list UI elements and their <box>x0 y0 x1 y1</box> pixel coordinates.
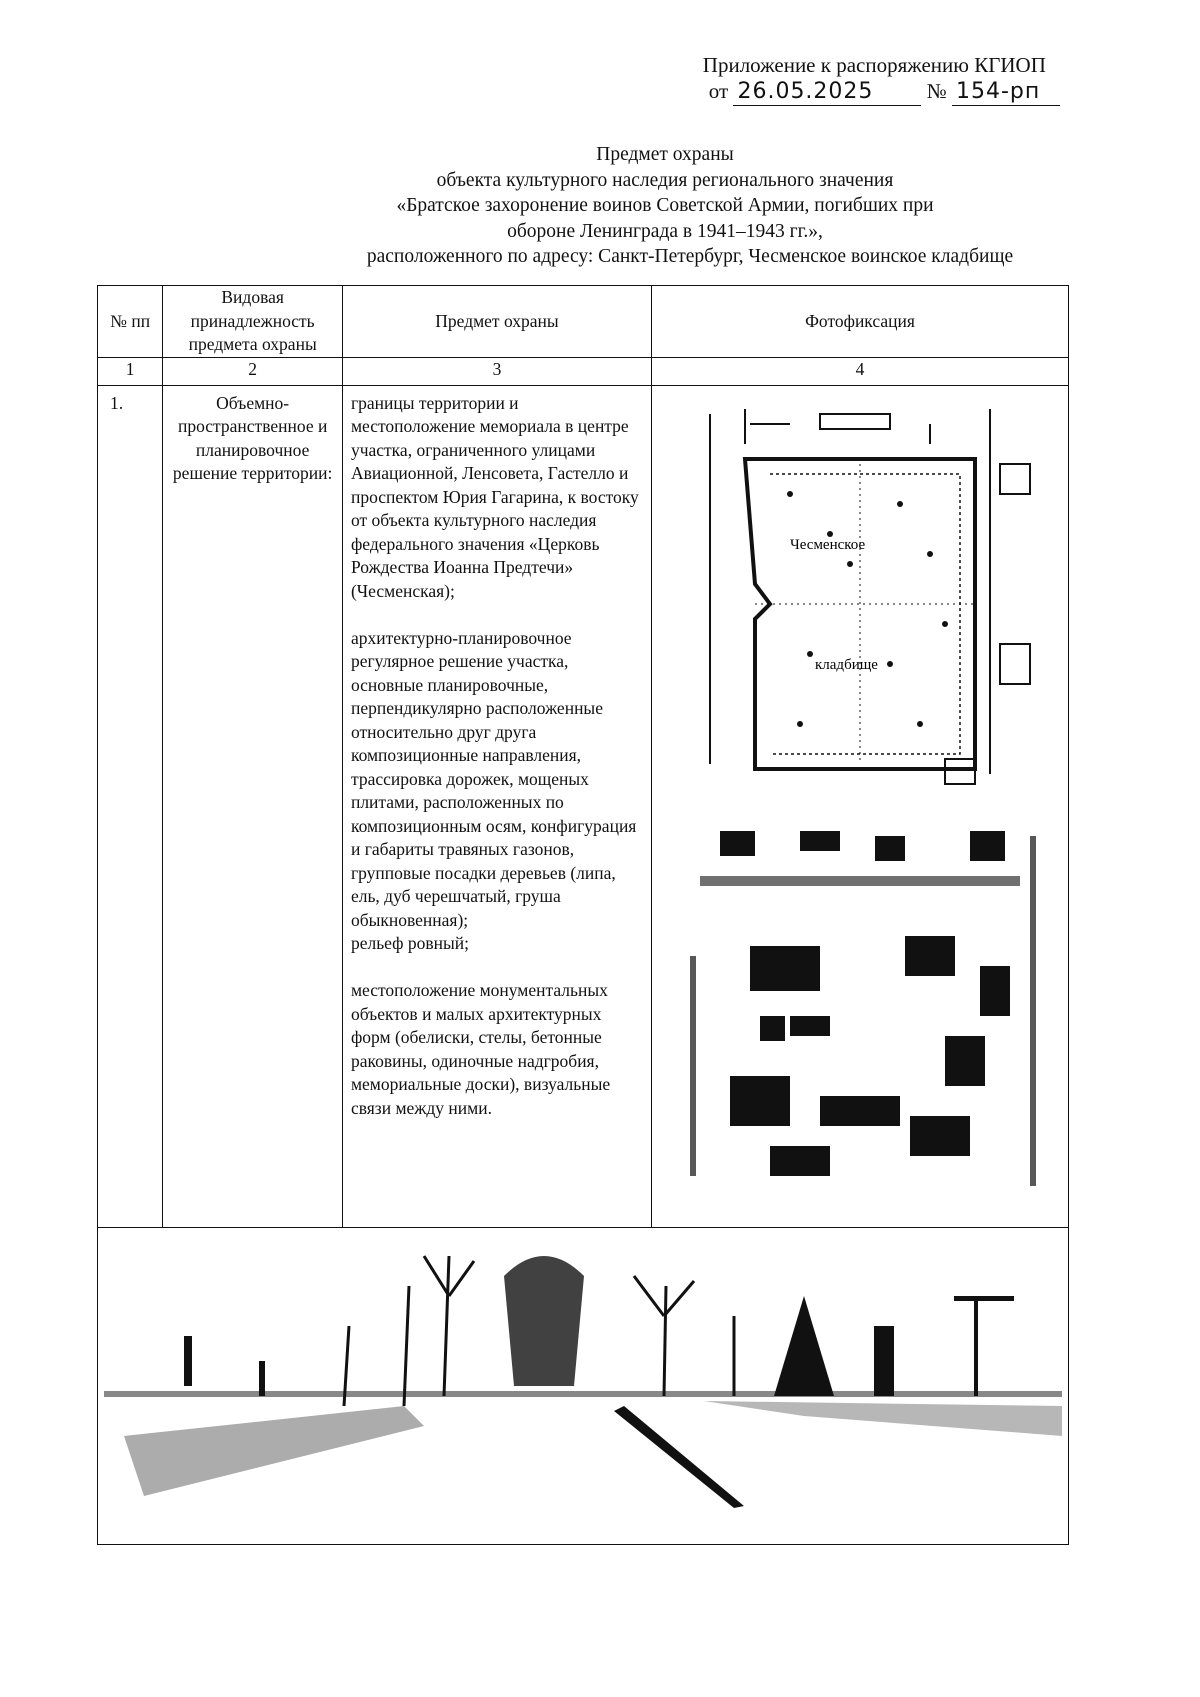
title-line: расположенного по адресу: Санкт-Петербур… <box>366 246 1014 267</box>
date-prefix: от <box>708 79 729 103</box>
row-type: Объемно-пространственное и планировочное… <box>162 384 343 1228</box>
protection-table: № пп Видовая принадлежность предмета охр… <box>96 285 1069 1545</box>
panorama-cell <box>97 1226 1069 1545</box>
title-line: объекта культурного наследия регионально… <box>436 169 894 191</box>
table-row: 1. Объемно-пространственное и планировоч… <box>96 384 1069 1228</box>
row-number: 1. <box>96 384 164 1228</box>
header-row: № пп Видовая принадлежность предмета охр… <box>96 285 1069 358</box>
header-type: Видовая принадлежность предмета охраны <box>162 285 343 358</box>
title-line: Предмет охраны <box>596 144 734 165</box>
header-photo: Фотофиксация <box>651 285 1069 358</box>
col-number: 4 <box>651 356 1069 386</box>
appendix-header: Приложение к распоряжению КГИОП от 26.05… <box>703 52 1060 106</box>
col-number: 1 <box>96 356 164 386</box>
site-map-image: Чесменское кладбище <box>690 403 1040 804</box>
header-subject: Предмет охраны <box>341 285 653 358</box>
title-line: обороне Ленинграда в 1941–1943 гг.», <box>507 220 823 242</box>
subject-paragraph: рельеф ровный; <box>350 933 469 953</box>
column-number-row: 1 2 3 4 <box>96 356 1069 386</box>
title-line: «Братское захоронение воинов Советской А… <box>396 195 934 216</box>
col-number: 3 <box>341 356 653 386</box>
number-prefix: № <box>926 79 947 103</box>
panorama-photo-image <box>104 1235 1062 1526</box>
header-number: № пп <box>96 285 164 358</box>
row-subject: границы территории и местоположение мемо… <box>341 384 653 1228</box>
col-number: 2 <box>162 356 343 386</box>
document-title: Предмет охраны объекта культурного насле… <box>0 142 1200 270</box>
handwritten-number: 154-рп <box>952 79 1060 106</box>
appendix-line: Приложение к распоряжению КГИОП <box>702 53 1046 77</box>
subject-paragraph: местоположение монументальных объектов и… <box>350 980 611 1118</box>
handwritten-date: 26.05.2025 <box>733 79 922 106</box>
subject-paragraph: границы территории и местоположение мемо… <box>350 392 639 601</box>
map-label: кладбище <box>815 657 878 673</box>
photo-cell: Чесменское кладбище <box>651 384 1069 1228</box>
aerial-photo-image <box>690 825 1040 1196</box>
map-label: Чесменское <box>790 537 865 553</box>
subject-paragraph: архитектурно-планировочное регулярное ре… <box>350 627 637 930</box>
panorama-row <box>97 1226 1069 1545</box>
